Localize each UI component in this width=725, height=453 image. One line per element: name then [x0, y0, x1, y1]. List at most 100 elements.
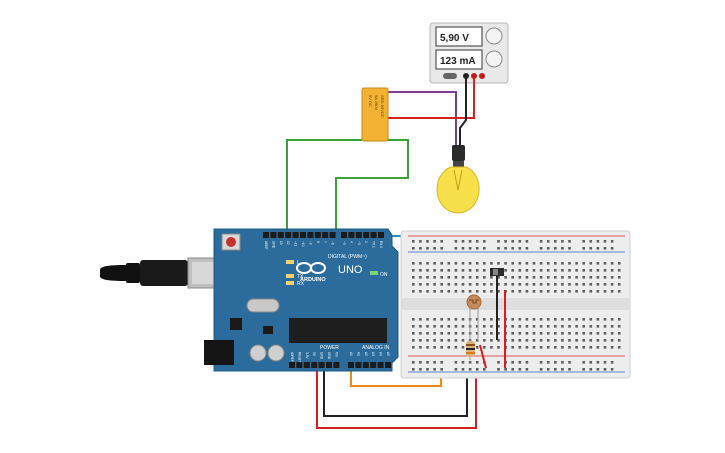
- breadboard-hole[interactable]: [468, 290, 472, 293]
- breadboard-hole[interactable]: [603, 290, 607, 293]
- breadboard-hole[interactable]: [561, 368, 564, 371]
- breadboard-hole[interactable]: [596, 262, 600, 265]
- breadboard-hole[interactable]: [603, 247, 607, 250]
- breadboard-hole[interactable]: [490, 262, 493, 265]
- breadboard-hole[interactable]: [433, 276, 436, 279]
- breadboard-hole[interactable]: [603, 368, 607, 371]
- breadboard-hole[interactable]: [461, 290, 465, 293]
- breadboard-hole[interactable]: [412, 262, 415, 265]
- breadboard-hole[interactable]: [454, 262, 458, 265]
- breadboard-hole[interactable]: [596, 269, 600, 272]
- breadboard-hole[interactable]: [568, 240, 571, 243]
- breadboard-hole[interactable]: [419, 339, 422, 342]
- breadboard-hole[interactable]: [511, 276, 514, 279]
- digital-pin[interactable]: [314, 232, 321, 238]
- breadboard-hole[interactable]: [582, 247, 585, 250]
- breadboard-hole[interactable]: [518, 283, 522, 286]
- breadboard-hole[interactable]: [596, 247, 600, 250]
- breadboard-hole[interactable]: [426, 368, 429, 371]
- breadboard-hole[interactable]: [426, 318, 429, 321]
- breadboard-hole[interactable]: [539, 325, 543, 328]
- breadboard-hole[interactable]: [468, 368, 472, 371]
- breadboard-hole[interactable]: [596, 361, 600, 364]
- reset-button-cap[interactable]: [226, 237, 236, 247]
- breadboard-hole[interactable]: [440, 332, 443, 335]
- breadboard-hole[interactable]: [426, 339, 429, 342]
- breadboard-hole[interactable]: [468, 247, 472, 250]
- breadboard-hole[interactable]: [596, 283, 600, 286]
- breadboard-hole[interactable]: [511, 339, 514, 342]
- breadboard-hole[interactable]: [412, 318, 415, 321]
- breadboard-hole[interactable]: [525, 318, 529, 321]
- breadboard-hole[interactable]: [589, 283, 593, 286]
- breadboard-hole[interactable]: [568, 290, 571, 293]
- breadboard-hole[interactable]: [497, 346, 500, 349]
- breadboard-hole[interactable]: [454, 325, 458, 328]
- breadboard-hole[interactable]: [561, 346, 564, 349]
- breadboard-hole[interactable]: [554, 290, 557, 293]
- breadboard-hole[interactable]: [433, 240, 436, 243]
- breadboard-hole[interactable]: [603, 240, 607, 243]
- breadboard-hole[interactable]: [461, 325, 465, 328]
- breadboard-hole[interactable]: [554, 269, 557, 272]
- breadboard-hole[interactable]: [490, 318, 493, 321]
- breadboard-hole[interactable]: [610, 247, 614, 250]
- breadboard-hole[interactable]: [468, 361, 472, 364]
- breadboard-hole[interactable]: [589, 346, 593, 349]
- breadboard-hole[interactable]: [603, 361, 607, 364]
- breadboard-hole[interactable]: [454, 339, 458, 342]
- breadboard-hole[interactable]: [483, 240, 486, 243]
- breadboard-hole[interactable]: [596, 368, 600, 371]
- breadboard-hole[interactable]: [603, 262, 607, 265]
- breadboard-hole[interactable]: [490, 290, 493, 293]
- breadboard-hole[interactable]: [447, 339, 451, 342]
- breadboard-hole[interactable]: [419, 290, 422, 293]
- breadboard-hole[interactable]: [483, 269, 486, 272]
- breadboard-hole[interactable]: [539, 339, 543, 342]
- breadboard-hole[interactable]: [433, 247, 436, 250]
- breadboard-hole[interactable]: [490, 346, 493, 349]
- breadboard-hole[interactable]: [532, 262, 536, 265]
- breadboard-hole[interactable]: [440, 276, 443, 279]
- breadboard-hole[interactable]: [554, 247, 557, 250]
- breadboard-hole[interactable]: [554, 346, 557, 349]
- breadboard-hole[interactable]: [589, 269, 593, 272]
- breadboard-hole[interactable]: [440, 247, 443, 250]
- breadboard-hole[interactable]: [440, 290, 443, 293]
- breadboard-hole[interactable]: [582, 332, 585, 335]
- breadboard-hole[interactable]: [518, 361, 522, 364]
- breadboard-hole[interactable]: [483, 368, 486, 371]
- breadboard-hole[interactable]: [518, 247, 522, 250]
- breadboard-hole[interactable]: [617, 269, 621, 272]
- breadboard-hole[interactable]: [525, 339, 529, 342]
- breadboard-hole[interactable]: [589, 247, 593, 250]
- breadboard-hole[interactable]: [426, 269, 429, 272]
- digital-pin[interactable]: [292, 232, 299, 238]
- breadboard-hole[interactable]: [532, 290, 536, 293]
- breadboard-hole[interactable]: [440, 361, 443, 364]
- breadboard-hole[interactable]: [475, 325, 479, 328]
- breadboard-hole[interactable]: [610, 325, 614, 328]
- breadboard-hole[interactable]: [546, 247, 550, 250]
- breadboard-hole[interactable]: [554, 262, 557, 265]
- breadboard-hole[interactable]: [575, 318, 578, 321]
- breadboard-hole[interactable]: [412, 290, 415, 293]
- breadboard-hole[interactable]: [582, 276, 585, 279]
- breadboard-hole[interactable]: [483, 332, 486, 335]
- breadboard-hole[interactable]: [532, 339, 536, 342]
- breadboard-hole[interactable]: [497, 361, 500, 364]
- breadboard-hole[interactable]: [461, 368, 465, 371]
- breadboard-hole[interactable]: [582, 325, 585, 328]
- breadboard-hole[interactable]: [589, 339, 593, 342]
- digital-pin[interactable]: [329, 232, 336, 238]
- breadboard-hole[interactable]: [483, 339, 486, 342]
- digital-pin[interactable]: [307, 232, 314, 238]
- breadboard-hole[interactable]: [589, 318, 593, 321]
- digital-pin[interactable]: [300, 232, 306, 238]
- breadboard-hole[interactable]: [419, 247, 422, 250]
- breadboard-hole[interactable]: [412, 247, 415, 250]
- breadboard-hole[interactable]: [419, 262, 422, 265]
- breadboard-hole[interactable]: [596, 290, 600, 293]
- breadboard-hole[interactable]: [511, 283, 514, 286]
- breadboard-hole[interactable]: [582, 339, 585, 342]
